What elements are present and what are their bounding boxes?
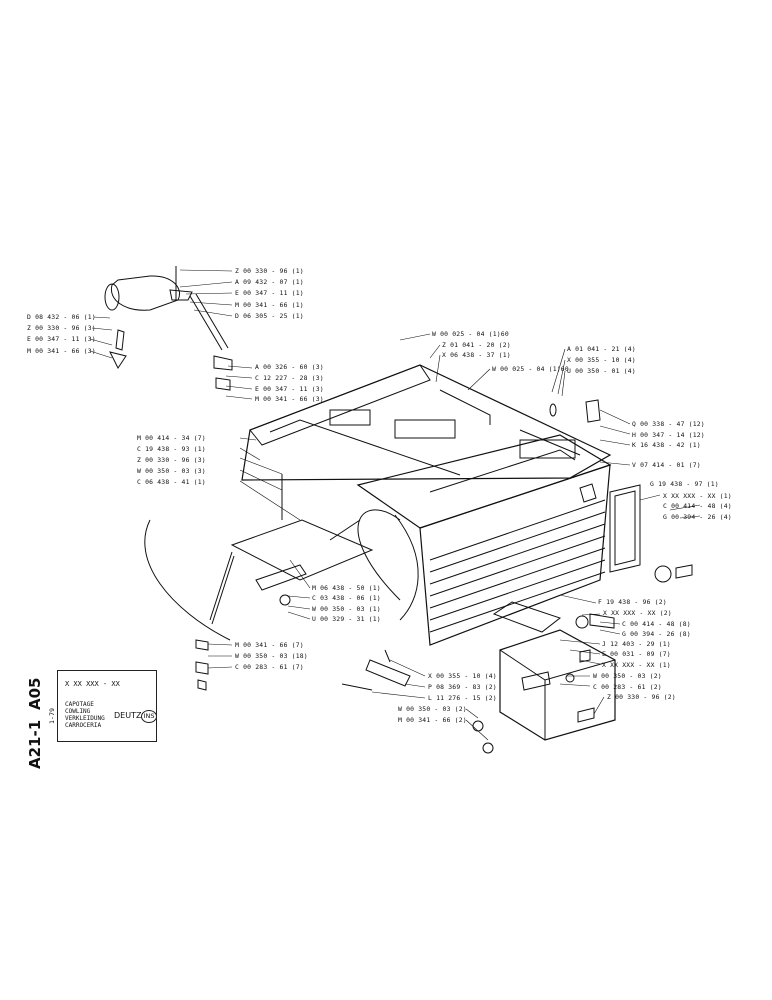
part-label: H 00 347 - 14 (12) xyxy=(632,431,705,439)
part-label: D 06 305 - 25 (1) xyxy=(235,312,304,320)
part-label: X 06 438 - 37 (1) xyxy=(442,351,511,359)
part-label: X XX XXX - XX (1) xyxy=(602,661,671,669)
mirror-assembly xyxy=(104,266,233,391)
part-label: G 19 438 - 97 (1) xyxy=(650,480,719,488)
page-code: A21-1 xyxy=(26,719,44,769)
part-label: Z 00 330 - 96 (2) xyxy=(607,693,676,701)
serial-range: X XX XXX - XX xyxy=(65,680,120,688)
part-label: C 00 414 - 48 (8) xyxy=(622,620,691,628)
part-label: Z 01 041 - 20 (2) xyxy=(442,341,511,349)
part-label: W 00 350 - 03 (1) xyxy=(312,605,381,613)
part-label: W 00 350 - 03 (2) xyxy=(398,705,467,713)
part-label: C 12 227 - 28 (3) xyxy=(255,374,324,382)
part-label: W 00 025 - 04 (1)60 xyxy=(492,365,569,373)
part-label: M 00 414 - 34 (7) xyxy=(137,434,206,442)
part-label: X XX XXX - XX (2) xyxy=(603,609,672,617)
part-label: A 01 041 - 21 (4) xyxy=(567,345,636,353)
part-label: W 00 025 - 04 (1)60 xyxy=(432,330,509,338)
part-label: W 00 350 - 03 (18) xyxy=(235,652,308,660)
part-label: K 16 438 - 42 (1) xyxy=(632,441,701,449)
part-label: U 00 350 - 01 (4) xyxy=(567,367,636,375)
part-label: X XX XXX - XX (1) xyxy=(663,492,732,500)
title-block: X XX XXX - XX CAPOTAGE COWLING VERKLEIDU… xyxy=(57,670,157,742)
part-label: G 00 394 - 26 (8) xyxy=(622,630,691,638)
side-plate xyxy=(195,474,374,691)
part-label: Z 00 330 - 96 (3) xyxy=(27,324,96,332)
part-label: V 07 414 - 01 (7) xyxy=(632,461,701,469)
part-label: M 00 341 - 66 (1) xyxy=(235,301,304,309)
part-label: C 19 438 - 93 (1) xyxy=(137,445,206,453)
part-label: Z 00 330 - 96 (1) xyxy=(235,267,304,275)
part-label: C 00 283 - 61 (7) xyxy=(235,663,304,671)
part-label: P 08 369 - 83 (2) xyxy=(428,683,497,691)
part-label: Q 00 338 - 47 (12) xyxy=(632,420,705,428)
part-label: A 09 432 - 07 (1) xyxy=(235,278,304,286)
part-label: E 00 347 - 11 (1) xyxy=(235,289,304,297)
part-label: X 00 355 - 10 (4) xyxy=(428,672,497,680)
part-label: M 00 341 - 66 (2) xyxy=(398,716,467,724)
part-label: M 00 341 - 66 (7) xyxy=(235,641,304,649)
part-label: F 19 438 - 96 (2) xyxy=(598,598,667,606)
part-label: X 00 355 - 10 (4) xyxy=(567,356,636,364)
part-label: A 00 326 - 60 (3) xyxy=(255,363,324,371)
title-es: CARROCERIA xyxy=(65,722,102,729)
ins-badge: INS xyxy=(141,710,157,723)
part-label: E 00 347 - 11 (3) xyxy=(27,335,96,343)
part-label: C 00 283 - 61 (2) xyxy=(593,683,662,691)
part-label: C 00 414 - 48 (4) xyxy=(663,502,732,510)
cowling-body xyxy=(144,364,612,646)
part-label: M 00 341 - 66 (3) xyxy=(255,395,324,403)
drawing-date: 1-79 xyxy=(48,707,56,724)
brand-name: DEUTZ xyxy=(114,711,142,720)
part-label: Z 00 330 - 96 (3) xyxy=(137,456,206,464)
part-label: E 00 031 - 09 (7) xyxy=(602,650,671,658)
title-en: COWLING xyxy=(65,708,91,715)
part-label: C 06 438 - 41 (1) xyxy=(137,478,206,486)
part-label: W 00 350 - 03 (2) xyxy=(593,672,662,680)
hinge-rods xyxy=(341,649,494,754)
part-label: E 00 347 - 11 (3) xyxy=(255,385,324,393)
part-label: D 08 432 - 06 (1) xyxy=(27,313,96,321)
title-fr: CAPOTAGE xyxy=(65,701,94,708)
section-code: A05 xyxy=(26,677,44,710)
battery-box xyxy=(492,601,616,741)
part-label: M 00 341 - 66 (3) xyxy=(27,347,96,355)
part-label: G 00 394 - 26 (4) xyxy=(663,513,732,521)
part-label: M 06 438 - 50 (1) xyxy=(312,584,381,592)
title-de: VERKLEIDUNG xyxy=(65,715,105,722)
leader-lines xyxy=(89,269,701,741)
right-panel xyxy=(549,399,693,583)
part-label: C 03 438 - 06 (1) xyxy=(312,594,381,602)
part-label: W 00 350 - 03 (3) xyxy=(137,467,206,475)
part-label: L 11 276 - 15 (2) xyxy=(428,694,497,702)
part-label: J 12 403 - 29 (1) xyxy=(602,640,671,648)
part-label: U 00 329 - 31 (1) xyxy=(312,615,381,623)
